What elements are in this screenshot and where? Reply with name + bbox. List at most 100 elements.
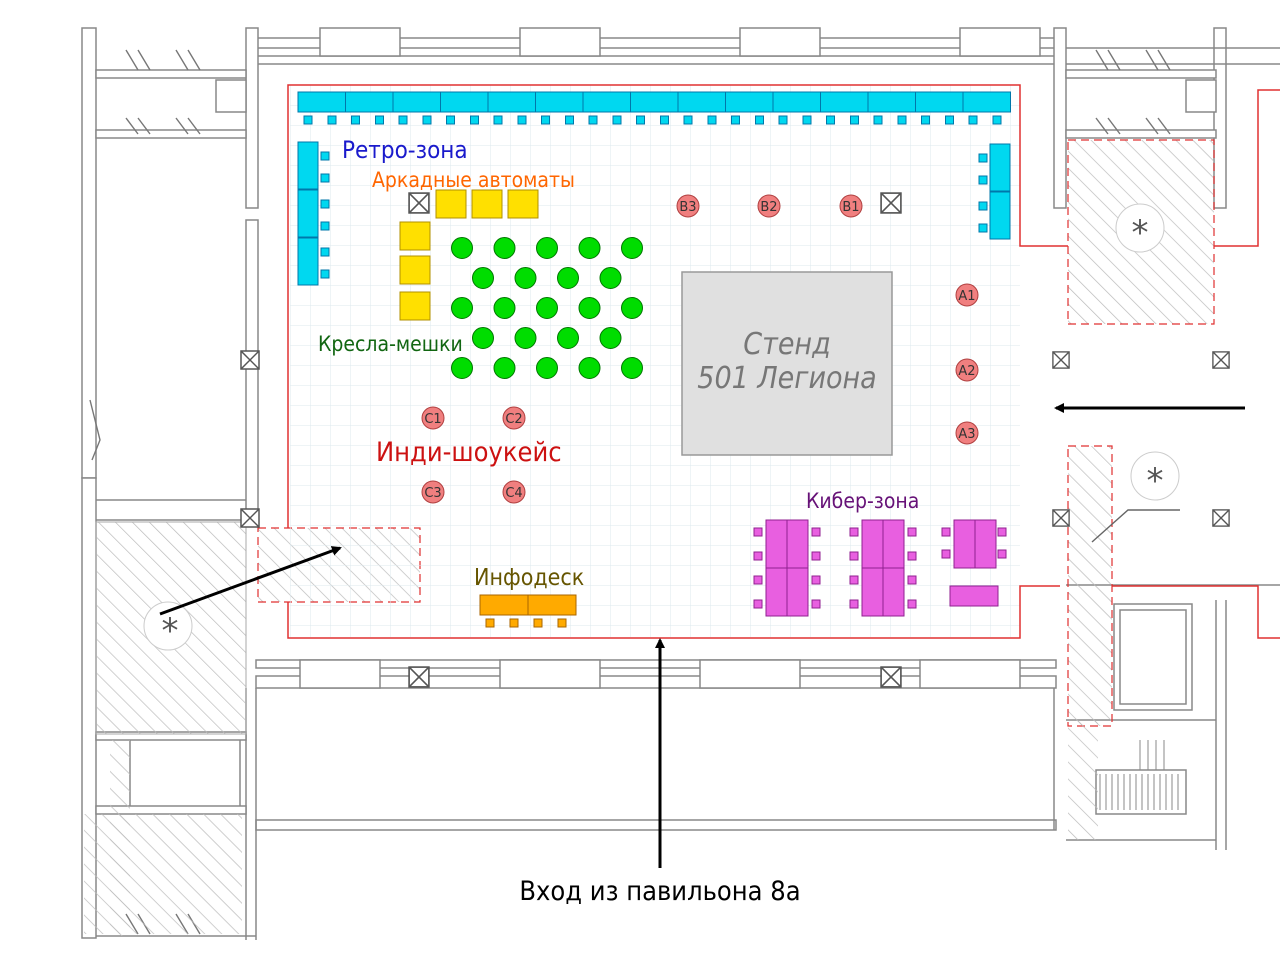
cyber-seat[interactable] [849, 527, 859, 537]
retro-seat[interactable] [921, 115, 930, 125]
booth-marker-a3[interactable] [955, 421, 979, 445]
retro-console[interactable] [772, 91, 821, 113]
retro-seat[interactable] [978, 201, 988, 211]
retro-console[interactable] [725, 91, 774, 113]
beanbag-chair[interactable] [578, 237, 601, 259]
retro-seat[interactable] [683, 115, 693, 125]
cyber-seat[interactable] [941, 549, 951, 559]
retro-console[interactable] [630, 91, 679, 113]
beanbag-chair[interactable] [599, 327, 622, 349]
retro-console[interactable] [582, 91, 631, 113]
retro-seat[interactable] [992, 115, 1002, 125]
cyber-seat[interactable] [997, 549, 1007, 559]
arcade-machine[interactable] [471, 189, 503, 219]
cyber-seat[interactable] [753, 575, 763, 585]
retro-seat[interactable] [968, 115, 978, 125]
retro-seat[interactable] [398, 115, 408, 125]
retro-seat[interactable] [945, 115, 954, 125]
cyber-seat[interactable] [753, 551, 763, 561]
retro-seat[interactable] [517, 115, 527, 125]
beanbag-chair[interactable] [451, 357, 473, 379]
retro-seat[interactable] [320, 221, 330, 231]
booth-marker-a2[interactable] [955, 358, 979, 382]
beanbag-chair[interactable] [557, 327, 579, 349]
cyber-seat[interactable] [849, 599, 859, 609]
cyber-seat[interactable] [849, 551, 859, 561]
retro-seat[interactable] [826, 115, 835, 125]
booth-marker-c1[interactable] [421, 406, 445, 430]
beanbag-chair[interactable] [493, 237, 516, 259]
beanbag-chair[interactable] [578, 357, 601, 379]
retro-seat[interactable] [303, 115, 313, 125]
retro-console[interactable] [989, 191, 1011, 240]
arcade-machine[interactable] [399, 221, 431, 251]
beanbag-chair[interactable] [621, 357, 643, 379]
cyber-seat[interactable] [997, 527, 1007, 537]
retro-seat[interactable] [493, 115, 503, 125]
booth-marker-b3[interactable] [676, 194, 700, 218]
cyber-table[interactable] [949, 585, 999, 607]
beanbag-chair[interactable] [557, 267, 579, 289]
cyber-seat[interactable] [907, 575, 917, 585]
retro-seat[interactable] [541, 115, 550, 125]
cyber-seat[interactable] [907, 527, 917, 537]
beanbag-chair[interactable] [578, 297, 601, 319]
retro-seat[interactable] [446, 115, 455, 125]
beanbag-chair[interactable] [536, 357, 558, 379]
beanbag-chair[interactable] [493, 357, 516, 379]
retro-seat[interactable] [320, 269, 330, 279]
cyber-seat[interactable] [811, 599, 821, 609]
arcade-machine[interactable] [399, 255, 431, 285]
retro-console[interactable] [297, 91, 346, 113]
retro-seat[interactable] [320, 199, 330, 209]
beanbag-chair[interactable] [472, 267, 494, 289]
beanbag-chair[interactable] [621, 237, 643, 259]
retro-seat[interactable] [351, 115, 360, 125]
retro-console[interactable] [440, 91, 489, 113]
retro-seat[interactable] [612, 115, 622, 125]
beanbag-chair[interactable] [514, 327, 537, 349]
cyber-seat[interactable] [941, 527, 951, 537]
retro-seat[interactable] [422, 115, 432, 125]
retro-console[interactable] [867, 91, 916, 113]
retro-console[interactable] [297, 237, 319, 286]
retro-seat[interactable] [978, 153, 988, 163]
retro-seat[interactable] [320, 247, 330, 257]
retro-seat[interactable] [375, 115, 384, 125]
beanbag-chair[interactable] [621, 297, 643, 319]
retro-seat[interactable] [320, 173, 330, 183]
cyber-seat[interactable] [907, 599, 917, 609]
booth-marker-c3[interactable] [421, 480, 445, 504]
cyber-seat[interactable] [849, 575, 859, 585]
retro-console[interactable] [820, 91, 869, 113]
retro-seat[interactable] [327, 115, 337, 125]
retro-seat[interactable] [660, 115, 669, 125]
cyber-seat[interactable] [811, 575, 821, 585]
retro-seat[interactable] [778, 115, 788, 125]
retro-seat[interactable] [755, 115, 764, 125]
retro-console[interactable] [297, 189, 319, 238]
retro-seat[interactable] [636, 115, 645, 125]
legion-stand[interactable] [681, 271, 893, 456]
booth-marker-c4[interactable] [502, 480, 526, 504]
beanbag-chair[interactable] [536, 237, 558, 259]
retro-seat[interactable] [802, 115, 812, 125]
retro-seat[interactable] [978, 175, 988, 185]
booth-marker-b1[interactable] [839, 194, 863, 218]
retro-console[interactable] [535, 91, 584, 113]
retro-seat[interactable] [850, 115, 859, 125]
beanbag-chair[interactable] [451, 237, 473, 259]
retro-console[interactable] [962, 91, 1011, 113]
retro-console[interactable] [915, 91, 964, 113]
cyber-seat[interactable] [907, 551, 917, 561]
cyber-seat[interactable] [811, 551, 821, 561]
beanbag-chair[interactable] [472, 327, 494, 349]
cyber-seat[interactable] [811, 527, 821, 537]
retro-console[interactable] [297, 141, 319, 190]
retro-console[interactable] [487, 91, 536, 113]
retro-seat[interactable] [873, 115, 883, 125]
retro-seat[interactable] [470, 115, 479, 125]
retro-seat[interactable] [978, 223, 988, 233]
cyber-seat[interactable] [753, 527, 763, 537]
retro-console[interactable] [345, 91, 394, 113]
